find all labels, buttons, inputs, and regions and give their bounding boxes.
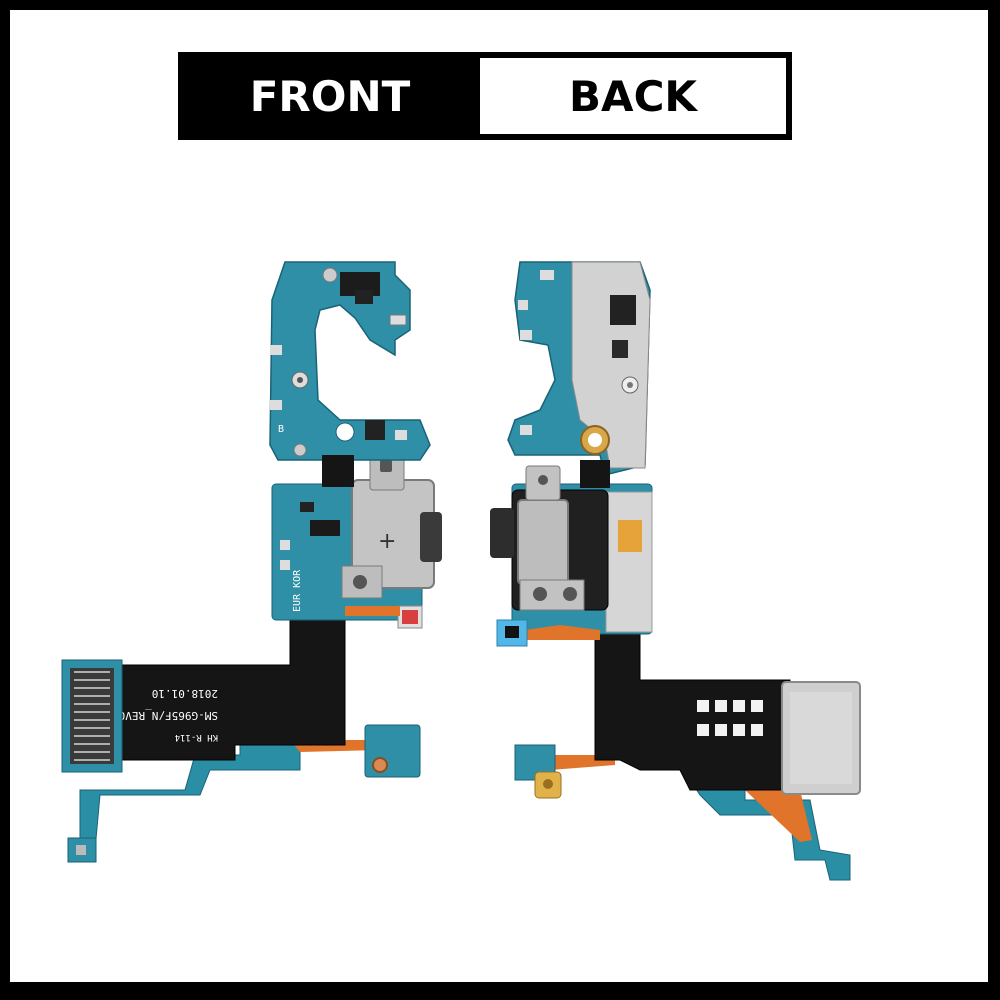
- front-black-flex: [114, 619, 346, 761]
- back-black-flex: [594, 619, 791, 791]
- front-lot-print: KH R-114: [175, 732, 218, 742]
- svg-text:+: +: [378, 529, 396, 554]
- front-region-print: EUR KOR: [292, 569, 303, 612]
- back-flex-contact-pads: [697, 700, 763, 736]
- product-photo-canvas: [10, 10, 988, 982]
- front-view: 2018.01.10 SM-G965F/N_REV0.8 KH R-114 EU…: [61, 261, 442, 863]
- front-label: FRONT: [184, 58, 476, 134]
- front-back-label-bar: FRONT BACK: [178, 52, 792, 140]
- front-date-print: 2018.01.10: [152, 687, 218, 700]
- back-label: BACK: [480, 58, 786, 134]
- back-view: [490, 261, 861, 881]
- front-marker-letter: B: [278, 424, 284, 435]
- front-model-print: SM-G965F/N_REV0.8: [105, 709, 218, 722]
